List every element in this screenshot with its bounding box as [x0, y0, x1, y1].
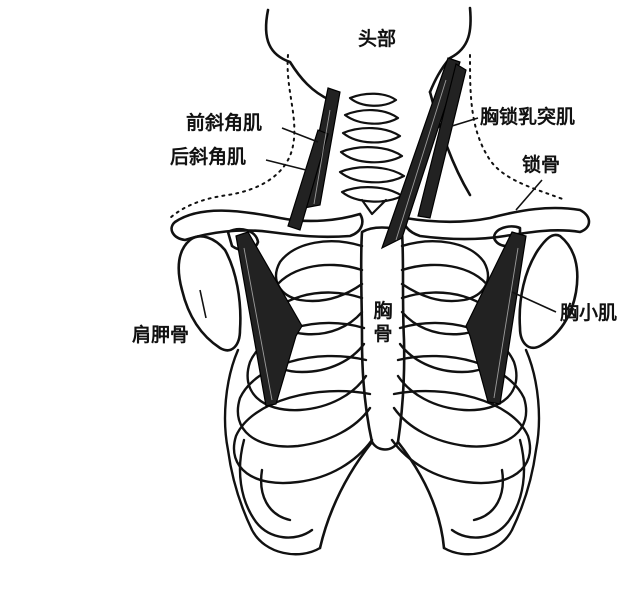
- label-head: 头部: [358, 30, 396, 49]
- skin-outline-left: [170, 55, 294, 218]
- label-posterior-scalene: 后斜角肌: [170, 148, 246, 167]
- label-anterior-scalene: 前斜角肌: [186, 114, 262, 133]
- head-outline: [266, 10, 330, 100]
- leader-pectoralis-minor: [512, 292, 556, 312]
- right-clavicle: [404, 208, 589, 239]
- cervical-vertebrae: [340, 94, 404, 214]
- leader-posterior-scalene: [266, 160, 306, 170]
- right-scapula: [520, 235, 578, 348]
- leader-clavicle: [516, 180, 542, 210]
- leader-anterior-scalene: [282, 128, 318, 142]
- label-scapula: 肩胛骨: [132, 326, 189, 345]
- costal-margin: [320, 442, 444, 548]
- leader-scapula: [200, 290, 206, 318]
- label-pectoralis-minor: 胸小肌: [560, 304, 617, 323]
- label-sternocleidomastoid: 胸锁乳突肌: [480, 108, 575, 127]
- label-clavicle: 锁骨: [522, 156, 560, 175]
- label-sternum: 胸骨: [372, 300, 394, 346]
